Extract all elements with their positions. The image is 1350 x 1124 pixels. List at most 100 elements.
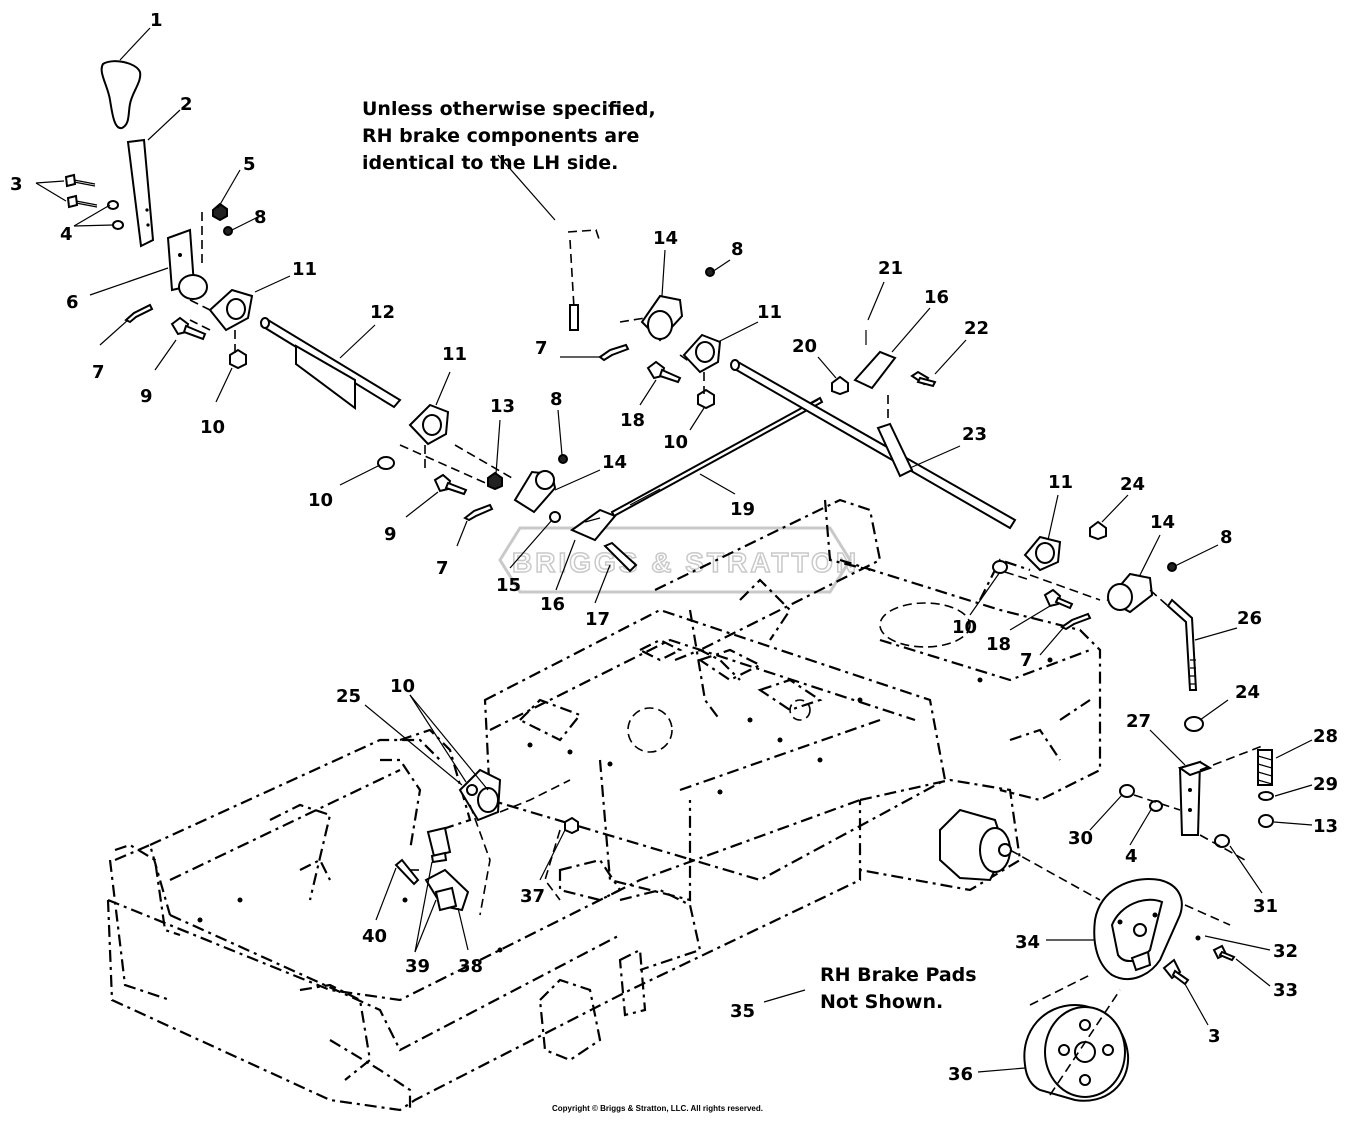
cross-shaft-left — [260, 317, 402, 410]
callout-1: 1 — [150, 10, 163, 31]
callout-8: 8 — [254, 207, 267, 228]
callout-16: 16 — [540, 594, 565, 615]
screw-icon — [463, 503, 494, 522]
brake-pivot-assembly — [458, 768, 502, 822]
watermark-text: BRIGGS & STRATTON — [512, 547, 859, 578]
lever-bracket — [166, 228, 208, 300]
washer-icon — [377, 456, 395, 470]
callout-4: 4 — [60, 224, 73, 245]
callout-8: 8 — [1220, 527, 1233, 548]
callout-23: 23 — [962, 424, 987, 445]
hex-bolt-icon — [170, 316, 207, 341]
callout-3: 3 — [10, 174, 23, 195]
brake-link-rod — [1166, 598, 1198, 691]
callout-4: 4 — [1125, 846, 1138, 867]
callout-20: 20 — [792, 336, 817, 357]
nut-icon — [212, 202, 228, 222]
nut-icon — [1089, 520, 1107, 541]
callout-38: 38 — [458, 956, 483, 977]
callout-13: 13 — [1313, 816, 1338, 837]
callout-24: 24 — [1235, 682, 1260, 703]
brake-backing-plate — [1093, 878, 1183, 980]
nut-icon — [1184, 716, 1204, 732]
nut-icon — [831, 375, 849, 396]
callout-40: 40 — [362, 926, 387, 947]
callout-15: 15 — [496, 575, 521, 596]
callout-8: 8 — [731, 239, 744, 260]
bolt-icon — [64, 173, 98, 209]
callout-10: 10 — [390, 676, 415, 697]
brake-pads-note-line-1: RH Brake Pads — [820, 964, 977, 986]
callout-31: 31 — [1253, 896, 1278, 917]
nut-small-icon — [705, 267, 715, 277]
brake-arm-bracket — [1177, 760, 1213, 836]
callout-30: 30 — [1068, 828, 1093, 849]
callout-7: 7 — [92, 362, 105, 383]
idler-arm-center — [640, 294, 684, 342]
hex-nut-icon — [229, 348, 247, 370]
callout-12: 12 — [370, 302, 395, 323]
callout-7: 7 — [1020, 650, 1033, 671]
bolt-icon — [1162, 958, 1190, 986]
callout-10: 10 — [308, 490, 333, 511]
callout-10: 10 — [663, 432, 688, 453]
general-note: Unless otherwise specified, RH brake com… — [362, 96, 656, 177]
callout-3: 3 — [1208, 1026, 1221, 1047]
nut-icon — [1258, 814, 1274, 828]
washer-icon — [107, 200, 124, 230]
callout-11: 11 — [442, 344, 467, 365]
callout-29: 29 — [1313, 774, 1338, 795]
hex-bolt-icon — [433, 473, 468, 496]
callout-37: 37 — [520, 886, 545, 907]
flange-bearing — [682, 333, 722, 374]
callout-17: 17 — [585, 609, 610, 630]
general-note-line-2: RH brake components are — [362, 125, 640, 147]
brake-pads-note-line-2: Not Shown. — [820, 991, 944, 1013]
screw-icon — [124, 303, 154, 324]
nut-small-icon — [549, 511, 561, 523]
callout-34: 34 — [1015, 932, 1040, 953]
callout-24: 24 — [1120, 474, 1145, 495]
callout-35: 35 — [730, 1001, 755, 1022]
hex-nut-icon — [697, 388, 715, 410]
frame-holes — [197, 657, 1053, 953]
idler-arm-right — [1106, 572, 1154, 614]
callout-14: 14 — [653, 228, 678, 249]
cross-shaft-right — [730, 359, 1017, 530]
alignment-lines — [189, 212, 1266, 1096]
washer-icon — [1195, 935, 1201, 941]
spring-icon — [1257, 749, 1273, 786]
spring-bracket — [567, 229, 601, 331]
washer-icon — [992, 560, 1008, 574]
callout-16: 16 — [924, 287, 949, 308]
callout-7: 7 — [436, 558, 449, 579]
callout-39: 39 — [405, 956, 430, 977]
brake-handle-grip — [100, 60, 142, 130]
callout-10: 10 — [952, 617, 977, 638]
general-note-line-3: identical to the LH side. — [362, 152, 619, 174]
callout-9: 9 — [140, 386, 153, 407]
clevis-icon — [853, 330, 897, 390]
hex-bolt-icon — [1043, 588, 1074, 610]
callout-18: 18 — [986, 634, 1011, 655]
washer-icon — [1149, 800, 1163, 812]
brake-lever-arm — [126, 138, 155, 248]
wheel-motor — [939, 808, 1012, 882]
callout-labels: 1 2 3 4 5 6 7 8 9 10 11 12 11 13 8 14 10… — [10, 10, 1338, 1085]
nut-small-icon — [1167, 562, 1177, 572]
callout-2: 2 — [180, 94, 193, 115]
callout-27: 27 — [1126, 711, 1151, 732]
callout-14: 14 — [602, 452, 627, 473]
callout-36: 36 — [948, 1064, 973, 1085]
washer-icon — [1258, 791, 1274, 801]
callout-22: 22 — [964, 318, 989, 339]
callout-21: 21 — [878, 258, 903, 279]
flange-bearing — [408, 403, 450, 446]
callout-7: 7 — [535, 338, 548, 359]
nut-icon — [564, 816, 579, 835]
screw-icon — [1212, 944, 1236, 962]
clevis-icon — [569, 508, 617, 542]
nut-small-icon — [558, 454, 568, 464]
flange-bearing — [208, 288, 254, 332]
clevis-pin-icon — [603, 541, 638, 573]
